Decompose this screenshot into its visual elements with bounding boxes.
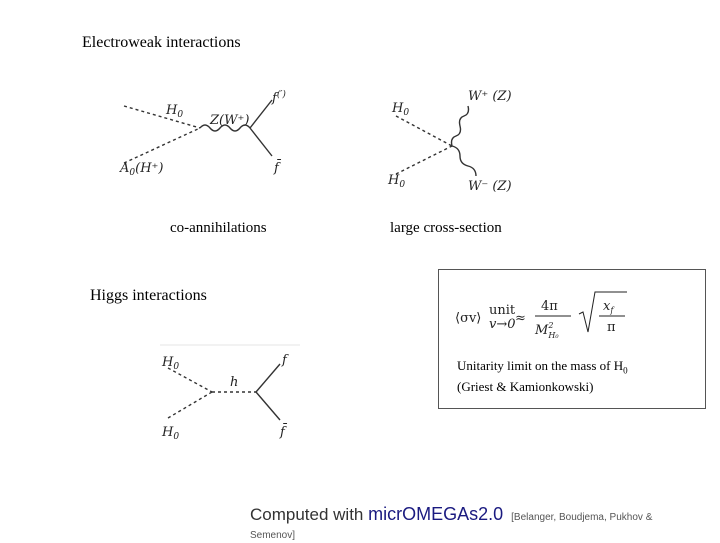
- cross-section-out-top-label: W⁺ (Z): [468, 89, 512, 104]
- higgs-title: Higgs interactions: [90, 287, 207, 304]
- cross-section-in-bottom-label: H0: [387, 173, 405, 190]
- footer-computed-with: Computed with: [250, 505, 369, 524]
- formula-sqrt-den: π: [607, 320, 616, 335]
- coannihilation-diagram: H0 A0(H⁺) Z(W⁺) f(′) f̄: [110, 88, 310, 188]
- sqrt-sign: [578, 291, 627, 333]
- coannihilation-out-bottom-label: f̄: [273, 159, 282, 176]
- incoming-higgs-line-bottom: [395, 145, 453, 175]
- formula-numerator: 4π: [541, 299, 558, 314]
- higgs-diagram: H0 H0 h f f̄: [150, 340, 310, 450]
- coannihilation-propagator-label: Z(W⁺): [209, 113, 249, 128]
- unitarity-note-sub: 0: [623, 365, 628, 376]
- unitarity-note-line2: (Griest & Kamionkowski): [457, 378, 594, 394]
- cross-section-caption: large cross-section: [390, 220, 502, 236]
- incoming-scalar-line-top: [123, 105, 201, 129]
- higgs-propagator-label: h: [230, 375, 238, 390]
- cross-section-out-bottom-label: W⁻ (Z): [468, 179, 512, 194]
- formula-lhs-sub: v→0: [489, 317, 516, 332]
- gauge-boson-propagator: [199, 124, 251, 132]
- unitarity-note: Unitarity limit on the mass of H0 (Gries…: [457, 358, 628, 395]
- cross-section-in-top-label: H0: [391, 101, 409, 118]
- higgs-out-top-label: f: [281, 353, 289, 368]
- coannihilation-caption: co-annihilations: [170, 220, 267, 236]
- formula-sqrt-num: xf: [603, 299, 615, 315]
- outgoing-fermion-line-bottom: [255, 391, 281, 421]
- higgs-in-bottom-label: H0: [161, 425, 179, 442]
- formula-approx: ≈: [515, 311, 526, 326]
- coannihilation-out-top-label: f(′): [271, 89, 286, 106]
- footer-authors: [Belanger, Boudjema, Pukhov & Semenov]: [250, 512, 653, 541]
- outgoing-fermion-line-bottom: [249, 127, 273, 157]
- unitarity-note-line1: Unitarity limit on the mass of H: [457, 358, 624, 373]
- formula-lhs: ⟨σv⟩: [455, 311, 481, 326]
- higgs-in-top-label: H0: [161, 355, 179, 372]
- outgoing-fermion-line-top: [255, 363, 281, 393]
- footer-credit: Computed with micrOMEGAs2.0 [Belanger, B…: [250, 504, 692, 541]
- coannihilation-in-top-label: H0: [165, 103, 183, 120]
- outgoing-fermion-line-top: [249, 99, 273, 129]
- incoming-higgs-line-bottom: [167, 391, 213, 419]
- incoming-higgs-line-top: [395, 115, 453, 147]
- coannihilation-in-bottom-label: A0(H⁺): [119, 161, 163, 178]
- formula-lhs-sup: unit: [489, 303, 516, 318]
- incoming-scalar-line-bottom: [123, 127, 201, 164]
- higgs-out-bottom-label: f̄: [279, 423, 288, 440]
- outgoing-w-line-bottom: [451, 145, 477, 177]
- incoming-higgs-line-top: [167, 367, 213, 393]
- outgoing-w-line-top: [450, 105, 470, 147]
- cross-section-diagram: H0 H0 W⁺ (Z) W⁻ (Z): [380, 84, 550, 199]
- footer-program: micrOMEGAs2.0: [368, 504, 504, 524]
- electroweak-title: Electroweak interactions: [82, 34, 241, 51]
